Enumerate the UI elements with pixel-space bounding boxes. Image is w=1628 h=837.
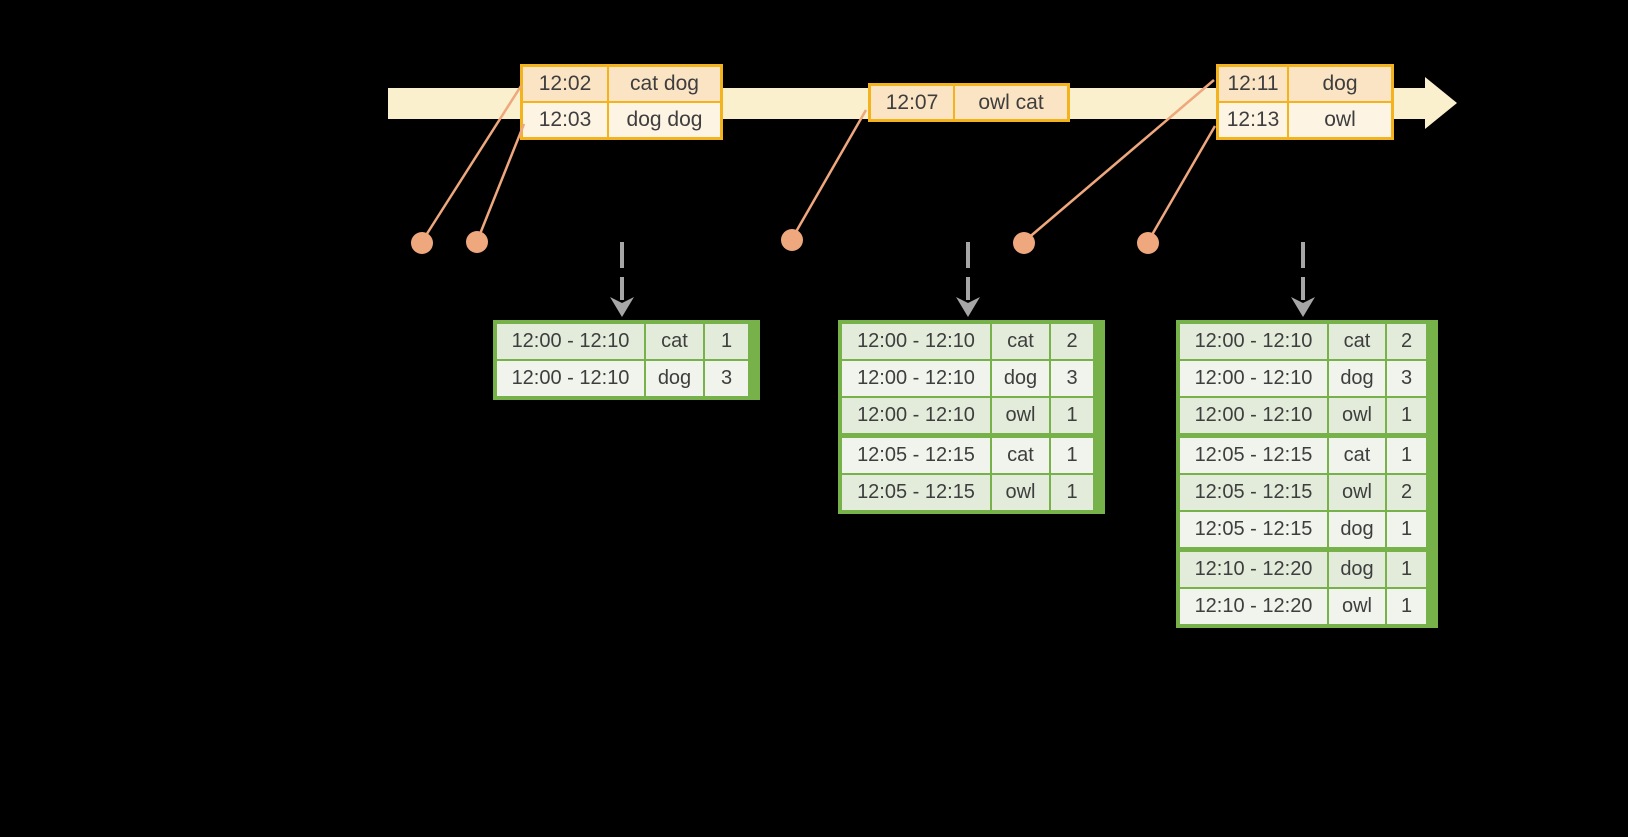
word-cell: dog	[992, 361, 1049, 396]
event-time: 12:13	[1219, 103, 1287, 137]
count-cell: 1	[1387, 438, 1426, 473]
count-cell: 2	[1387, 475, 1426, 510]
event-words: dog dog	[609, 103, 720, 137]
trigger-arrow-icon	[610, 242, 634, 317]
trigger-arrow-icon	[1291, 242, 1315, 317]
event-connector-line	[1147, 125, 1217, 241]
window-group-separator	[1180, 549, 1434, 550]
result-table-3: 12:00 - 12:10 cat 2 12:00 - 12:10 dog 3 …	[1176, 320, 1438, 628]
event-table-2: 12:07 owl cat	[868, 83, 1070, 122]
word-cell: owl	[1329, 475, 1385, 510]
result-row: 12:10 - 12:20 dog 1	[1180, 552, 1434, 587]
count-cell: 3	[1387, 361, 1426, 396]
result-row: 12:05 - 12:15 cat 1	[1180, 438, 1434, 473]
event-dot	[781, 229, 803, 251]
count-cell: 1	[1387, 512, 1426, 547]
window-cell: 12:05 - 12:15	[1180, 512, 1327, 547]
word-cell: cat	[1329, 324, 1385, 359]
window-cell: 12:00 - 12:10	[842, 324, 990, 359]
event-time: 12:11	[1219, 67, 1287, 101]
result-row: 12:00 - 12:10 cat 2	[1180, 324, 1434, 359]
count-cell: 1	[1051, 475, 1093, 510]
window-cell: 12:10 - 12:20	[1180, 552, 1327, 587]
window-cell: 12:05 - 12:15	[1180, 475, 1327, 510]
event-time: 12:02	[523, 67, 607, 101]
result-row: 12:05 - 12:15 cat 1	[842, 438, 1101, 473]
result-row: 12:05 - 12:15 dog 1	[1180, 512, 1434, 547]
result-table-1: 12:00 - 12:10 cat 1 12:00 - 12:10 dog 3	[493, 320, 760, 400]
word-cell: dog	[1329, 361, 1385, 396]
count-cell: 1	[705, 324, 748, 359]
word-cell: owl	[992, 475, 1049, 510]
event-words: cat dog	[609, 67, 720, 101]
window-cell: 12:00 - 12:10	[497, 361, 644, 396]
count-cell: 3	[705, 361, 748, 396]
event-dot	[1013, 232, 1035, 254]
count-cell: 1	[1051, 398, 1093, 433]
word-cell: cat	[1329, 438, 1385, 473]
word-cell: dog	[1329, 512, 1385, 547]
count-cell: 3	[1051, 361, 1093, 396]
window-cell: 12:05 - 12:15	[842, 438, 990, 473]
window-cell: 12:00 - 12:10	[842, 361, 990, 396]
window-group-separator	[1180, 435, 1434, 436]
word-cell: owl	[1329, 398, 1385, 433]
window-cell: 12:05 - 12:15	[842, 475, 990, 510]
window-group-separator	[842, 435, 1101, 436]
event-time: 12:03	[523, 103, 607, 137]
trigger-arrow-icon	[956, 242, 980, 317]
event-table-3: 12:11 dog 12:13 owl	[1216, 64, 1394, 140]
event-time: 12:07	[871, 86, 953, 119]
result-row: 12:00 - 12:10 dog 3	[497, 361, 756, 396]
word-cell: owl	[1329, 589, 1385, 624]
result-row: 12:10 - 12:20 owl 1	[1180, 589, 1434, 624]
event-dot	[466, 231, 488, 253]
window-cell: 12:05 - 12:15	[1180, 438, 1327, 473]
word-cell: dog	[646, 361, 703, 396]
count-cell: 2	[1387, 324, 1426, 359]
window-cell: 12:00 - 12:10	[1180, 398, 1327, 433]
word-cell: cat	[646, 324, 703, 359]
count-cell: 2	[1051, 324, 1093, 359]
result-row: 12:00 - 12:10 dog 3	[1180, 361, 1434, 396]
word-cell: owl	[992, 398, 1049, 433]
event-words: dog	[1289, 67, 1391, 101]
event-words: owl	[1289, 103, 1391, 137]
timeline-arrowhead-icon	[1425, 77, 1457, 129]
count-cell: 1	[1387, 589, 1426, 624]
window-cell: 12:00 - 12:10	[497, 324, 644, 359]
result-row: 12:05 - 12:15 owl 1	[842, 475, 1101, 510]
result-row: 12:00 - 12:10 cat 1	[497, 324, 756, 359]
event-table-1: 12:02 cat dog 12:03 dog dog	[520, 64, 723, 140]
result-row: 12:00 - 12:10 cat 2	[842, 324, 1101, 359]
event-connector-line	[476, 123, 526, 240]
word-cell: dog	[1329, 552, 1385, 587]
result-table-2: 12:00 - 12:10 cat 2 12:00 - 12:10 dog 3 …	[838, 320, 1105, 514]
event-dot	[1137, 232, 1159, 254]
count-cell: 1	[1051, 438, 1093, 473]
event-dot	[411, 232, 433, 254]
word-cell: cat	[992, 438, 1049, 473]
window-cell: 12:00 - 12:10	[1180, 361, 1327, 396]
result-row: 12:05 - 12:15 owl 2	[1180, 475, 1434, 510]
window-cell: 12:10 - 12:20	[1180, 589, 1327, 624]
count-cell: 1	[1387, 552, 1426, 587]
result-row: 12:00 - 12:10 owl 1	[1180, 398, 1434, 433]
word-cell: cat	[992, 324, 1049, 359]
result-row: 12:00 - 12:10 owl 1	[842, 398, 1101, 433]
window-cell: 12:00 - 12:10	[1180, 324, 1327, 359]
result-row: 12:00 - 12:10 dog 3	[842, 361, 1101, 396]
window-cell: 12:00 - 12:10	[842, 398, 990, 433]
event-connector-line	[791, 109, 868, 238]
count-cell: 1	[1387, 398, 1426, 433]
event-words: owl cat	[955, 86, 1067, 119]
